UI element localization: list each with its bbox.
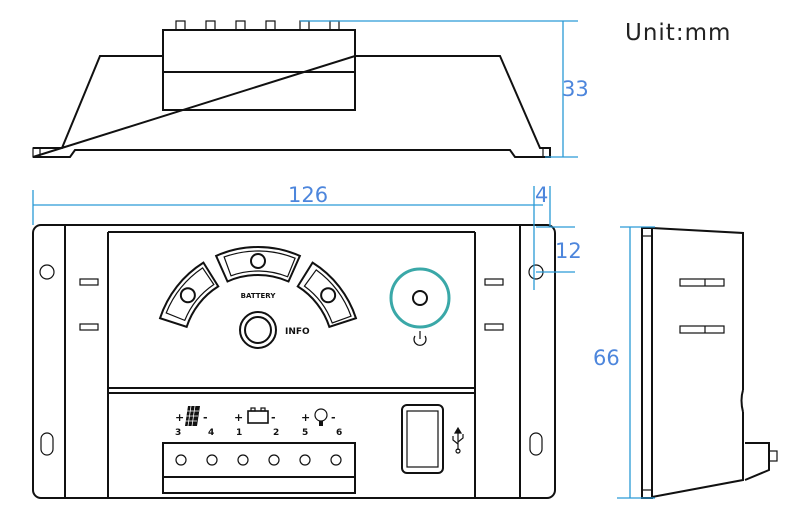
mount-hole-left [39,264,55,280]
power-button[interactable] [389,267,451,329]
usb-icon [452,426,464,454]
solar-minus: - [203,411,208,424]
top-view [32,20,551,158]
dimension-66: 66 [593,226,655,499]
battery-minus: - [271,411,276,424]
solar-panel-icon [185,405,200,427]
dimension-126: 126 [32,183,543,225]
info-button[interactable] [239,311,277,349]
dimension-66-label: 66 [593,346,620,370]
usb-port[interactable] [401,404,444,474]
battery-plus: + [234,411,243,424]
vent-slots [79,278,504,331]
load-minus: - [331,411,336,424]
battery-segment-middle-inner [223,250,296,278]
battery-led-middle [250,253,266,269]
info-label: INFO [285,327,310,337]
battery-segment-middle [214,246,302,283]
power-icon [413,331,427,346]
front-view: BATTERY INFO + - + [32,224,556,499]
battery-led-right [320,287,337,304]
terminal-6: 6 [336,428,342,438]
battery-led-left [179,287,196,304]
battery-indicator-arc [158,246,358,329]
terminal-5: 5 [302,428,308,438]
unit-label: Unit:mm [625,20,731,46]
terminal-1: 1 [236,428,242,438]
light-bulb-icon [314,408,328,426]
mount-slot-right [529,432,543,456]
load-plus: + [301,411,310,424]
dimension-12-label: 12 [555,239,582,263]
terminal-block [162,442,356,494]
side-view [641,227,778,499]
solar-plus: + [175,411,184,424]
terminal-2: 2 [273,428,279,438]
dimension-4: 4 [533,183,551,290]
mount-slot-left [40,432,54,456]
battery-icon [247,407,269,424]
battery-label: BATTERY [241,292,277,300]
terminal-4: 4 [208,428,214,438]
battery-segment-right-inner [303,269,352,324]
dimension-33-label: 33 [562,77,589,101]
dimension-4-label: 4 [535,183,548,207]
battery-segment-right [296,261,358,329]
dimension-12: 12 [536,226,582,273]
dimension-126-label: 126 [288,183,328,207]
dimension-33: 33 [300,20,589,158]
battery-segment-left [158,261,220,329]
terminal-3: 3 [175,428,181,438]
battery-segment-left-inner [165,267,215,322]
